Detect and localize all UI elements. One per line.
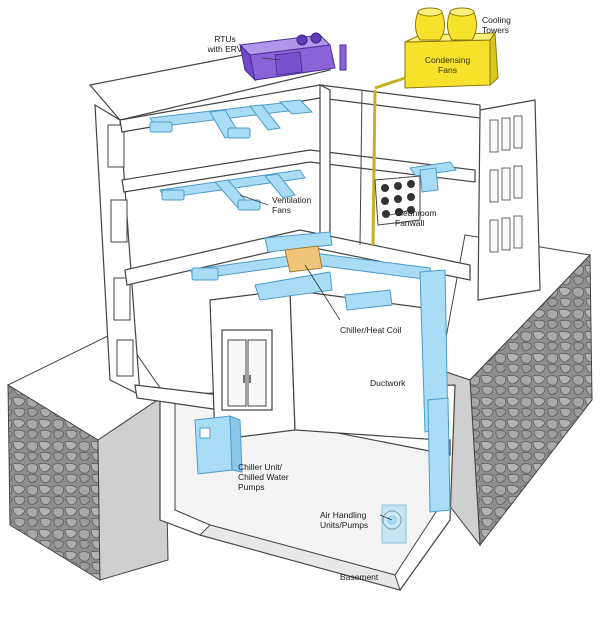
chiller-heat-coil xyxy=(284,245,323,273)
label-ventilation-fans: Ventilation Fans xyxy=(272,195,312,215)
ductwork-second-floor xyxy=(159,161,457,211)
ground-left xyxy=(6,329,169,581)
ductwork-top-floor xyxy=(149,99,314,139)
label-basement: Basement xyxy=(340,572,379,582)
building-facade-right xyxy=(477,99,541,301)
label-chiller-heat-coil: Chiller/Heat Coil xyxy=(340,325,402,335)
label-rtus-with-erv: RTUs with ERV xyxy=(207,34,243,54)
air-handling-units xyxy=(381,504,407,544)
vertical-pipes xyxy=(359,89,377,246)
label-chiller-unit: Chiller Unit/ Chilled Water Pumps xyxy=(238,462,289,492)
label-cooling-towers: Cooling Towers xyxy=(482,15,511,35)
ductwork-riser xyxy=(427,397,451,513)
chiller-unit xyxy=(194,415,243,475)
label-cleanroom-fanwall: Cleanroom Fanwall xyxy=(395,208,437,228)
double-door xyxy=(221,329,273,411)
rtu-units xyxy=(238,32,347,82)
label-condensing-fans: Condensing Fans xyxy=(424,55,471,75)
label-ductwork: Ductwork xyxy=(370,378,406,388)
cooling-towers xyxy=(374,7,499,90)
label-air-handling-units: Air Handling Units/Pumps xyxy=(320,510,369,530)
leader-lines xyxy=(239,57,411,521)
cleanroom-fanwall xyxy=(374,175,421,226)
ductwork-third-floor xyxy=(189,231,449,433)
